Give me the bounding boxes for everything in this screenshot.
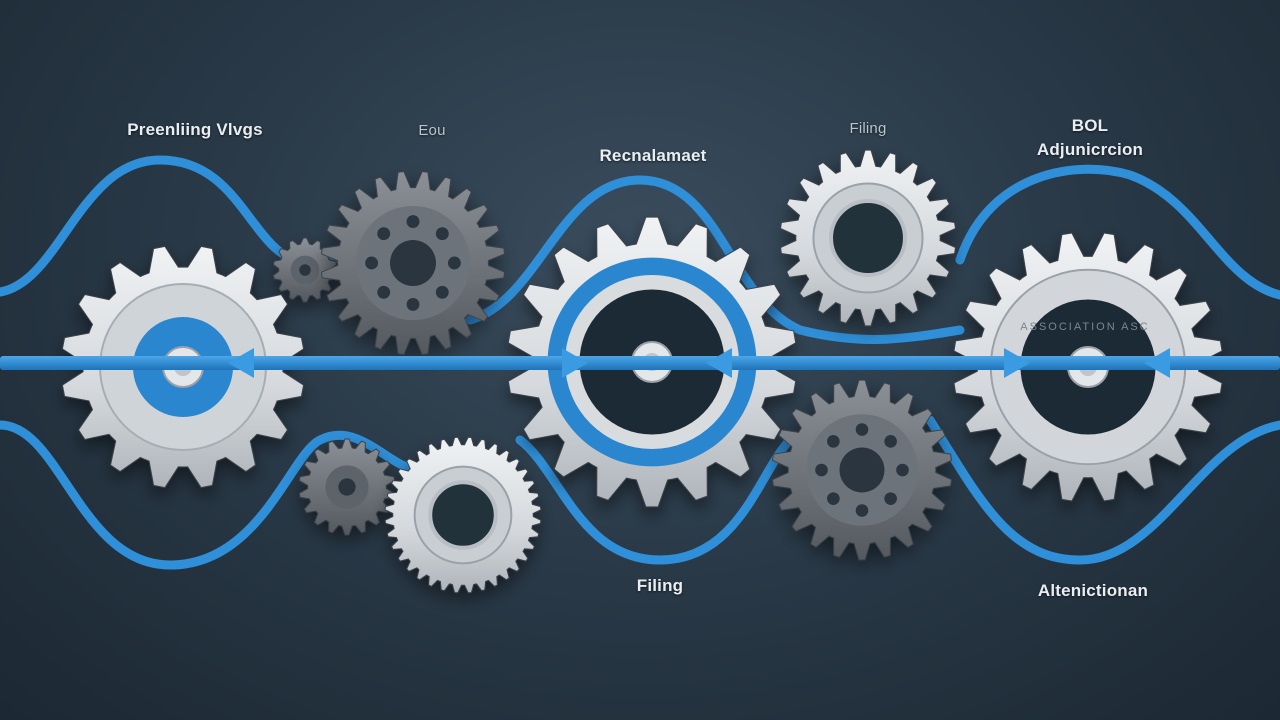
gear-bolt-hole: [855, 423, 869, 436]
gear-bolt-hole: [435, 285, 449, 299]
flow-arrow-icon: [1144, 348, 1170, 378]
label-top-center: Recnalamaet: [599, 146, 707, 165]
label-top-right-line2: Adjunicrcion: [1036, 140, 1144, 159]
lower-flow-curve-mid: [515, 435, 795, 565]
gear-bolt-hole: [406, 297, 420, 311]
lower-flow-curve: [0, 420, 425, 570]
gear-engraving: ASSOCIATION ASC: [1020, 321, 1149, 333]
gear-top-left-icon: [320, 170, 506, 356]
gear-bolt-hole: [855, 504, 869, 517]
label-top-left: Preenliing Vlvgs: [127, 120, 263, 139]
gear-top-right-icon: [779, 149, 957, 327]
gear-bolt-hole: [365, 256, 379, 270]
gear-bolt-hole: [815, 463, 828, 477]
label-top-right-line1: BOL: [1071, 116, 1109, 135]
flow-arrow-icon: [706, 348, 732, 378]
label-top-small-1: Eou: [418, 122, 446, 139]
gear-bolt-hole: [884, 492, 897, 505]
flow-arrow-icon: [562, 348, 588, 378]
gear-bolt-hole: [896, 463, 909, 477]
flow-arrow-icon: [1004, 348, 1030, 378]
flow-arrow-icon: [228, 348, 254, 378]
label-bottom-right: Altenictionan: [1037, 581, 1149, 600]
main-flow-line: [0, 348, 1280, 378]
gear-bolt-hole: [377, 227, 391, 241]
gear-hole: [299, 264, 311, 276]
gear-hole: [428, 480, 498, 550]
gear-bottom-left-icon: [384, 436, 542, 594]
gear-hole: [829, 199, 907, 277]
label-top-small-2: Filing: [849, 120, 887, 137]
gear-bolt-hole: [435, 227, 449, 241]
flow-line: [0, 356, 1280, 370]
gear-center-icon: [507, 216, 797, 508]
small-gear-bottom-icon: [298, 438, 396, 536]
gear-bolt-hole: [377, 285, 391, 299]
gear-bolt-hole: [406, 215, 420, 229]
gear-hole: [839, 447, 885, 493]
upper-flow-curve-right: [955, 164, 1280, 300]
small-gear-top-icon: [272, 237, 338, 303]
gear-bolt-hole: [827, 492, 840, 505]
gear-group: [61, 149, 1223, 594]
lower-flow-curve-right: [925, 415, 1280, 565]
upper-flow-curve-mid: [465, 175, 965, 344]
gear-bolt-hole: [884, 435, 897, 448]
gear-hole: [390, 240, 436, 286]
gear-bolt-hole: [827, 435, 840, 448]
label-bottom-center: Filing: [636, 576, 684, 595]
gear-hole: [338, 478, 356, 496]
gear-bolt-hole: [447, 256, 461, 270]
gear-bottom-right-mid-icon: [771, 379, 953, 561]
